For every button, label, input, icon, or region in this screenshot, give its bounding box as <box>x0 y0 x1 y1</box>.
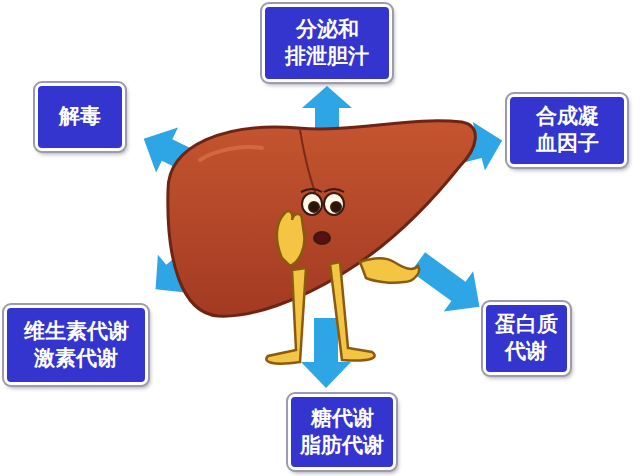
function-box: 维生素代谢 激素代谢 <box>4 305 148 385</box>
function-box: 糖代谢 脂肪代谢 <box>288 394 396 470</box>
box-label: 糖代谢 脂肪代谢 <box>300 405 384 460</box>
box-label: 分泌和 排泄胆汁 <box>285 16 369 71</box>
block-arrows <box>133 86 508 388</box>
box-label: 合成凝 血因子 <box>536 103 599 158</box>
function-box: 蛋白质 代谢 <box>483 302 570 375</box>
box-label: 解毒 <box>59 103 101 130</box>
box-label: 蛋白质 代谢 <box>495 311 558 366</box>
function-box: 合成凝 血因子 <box>507 94 627 167</box>
function-box: 解毒 <box>35 83 125 151</box>
function-box: 分泌和 排泄胆汁 <box>262 4 392 82</box>
box-label: 维生素代谢 激素代谢 <box>24 318 129 373</box>
